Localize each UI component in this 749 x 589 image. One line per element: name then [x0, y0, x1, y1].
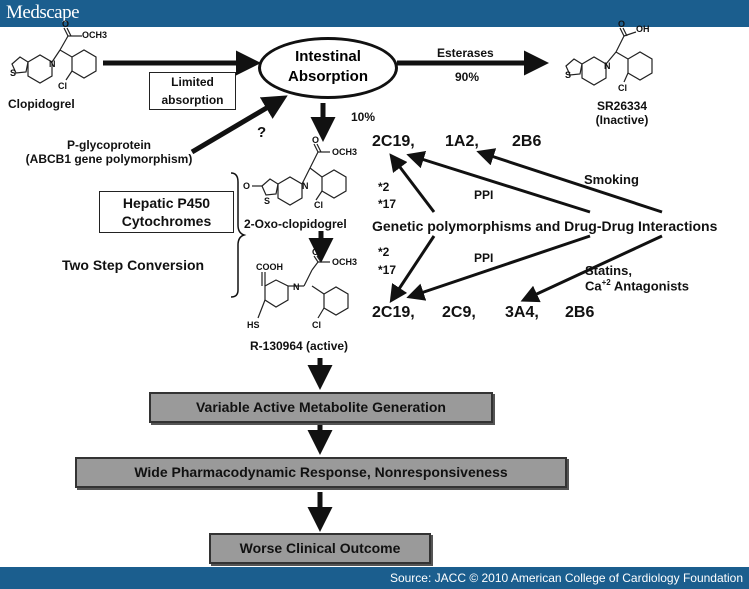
chem-label: Cl [58, 81, 67, 91]
limited-absorption-box: Limited absorption [149, 72, 236, 110]
sr26334-label: SR26334 (Inactive) [587, 99, 657, 127]
cyp-2c19-bottom: 2C19, [372, 304, 415, 321]
arrow-ppi-top [406, 151, 591, 214]
chem-label: S [565, 70, 571, 80]
clopidogrel-label: Clopidogrel [8, 97, 75, 111]
worse-outcome-box: Worse Clinical Outcome [209, 533, 431, 564]
statins-line1: Statins, [585, 263, 632, 278]
chem-label: O [618, 19, 625, 29]
sr26334-structure [565, 27, 653, 86]
chem-label: Cl [314, 200, 323, 210]
chem-label: N [604, 61, 611, 71]
genetic-interactions-label: Genetic polymorphisms and Drug-Drug Inte… [372, 218, 718, 234]
cyp-2b6-bottom: 2B6 [565, 304, 595, 321]
pct-90-label: 90% [455, 70, 480, 84]
brace-two-step [230, 172, 247, 298]
footer-bar: Source: JACC © 2010 American College of … [0, 567, 749, 589]
ca-charge: +2 [601, 278, 611, 287]
oxo-clopidogrel-structure [252, 143, 347, 206]
allele-17-top: *17 [378, 197, 397, 211]
chem-label: N [49, 59, 56, 69]
arrow-genetic-to-2c19-bottom [389, 235, 436, 304]
p-glycoprotein-label: P-glycoprotein (ABCB1 gene polymorphism) [4, 138, 214, 166]
cyp-1a2: 1A2, [445, 133, 479, 150]
chem-label: O [62, 19, 69, 29]
chem-label: HS [247, 320, 260, 330]
chem-label: COOH [256, 262, 283, 272]
chem-label: N [302, 181, 309, 191]
hepatic-line1: Hepatic P450 [122, 195, 211, 211]
active-metabolite-structure [257, 255, 349, 319]
absorption-line1: Intestinal [295, 48, 361, 65]
limited-line2: absorption [161, 93, 224, 107]
header-bar: Medscape [0, 0, 749, 27]
chem-label: O [243, 181, 250, 191]
hepatic-line2: Cytochromes [121, 213, 212, 229]
clopidogrel-structure [11, 27, 97, 84]
arrow-ppi-bottom [406, 234, 591, 301]
pgp-line2: (ABCB1 gene polymorphism) [25, 152, 193, 166]
chem-label: O [312, 247, 319, 257]
r130964-label: R-130964 (active) [250, 339, 349, 353]
chem-label: OCH3 [332, 257, 357, 267]
sr-line1: SR26334 [596, 99, 648, 113]
ca-antagonists-line: Ca+2 Antagonists [585, 278, 689, 293]
arrow-pgp-to-absorption [190, 95, 288, 155]
variable-metabolite-box: Variable Active Metabolite Generation [149, 392, 493, 423]
cyp-2c19-top: 2C19, [372, 133, 415, 150]
arrow-smoking [476, 148, 663, 214]
chem-label: S [264, 196, 270, 206]
cyp-2b6-top: 2B6 [512, 133, 542, 150]
ppi-top-label: PPI [474, 188, 494, 202]
statins-label: Statins, Ca+2 Antagonists [585, 263, 689, 293]
arrow-statins [520, 234, 663, 303]
smoking-label: Smoking [584, 172, 639, 187]
chem-label: OCH3 [82, 30, 107, 40]
chem-label: O [312, 135, 319, 145]
chem-label: Cl [312, 320, 321, 330]
antagonists-text: Antagonists [610, 278, 689, 294]
cyp-2c9: 2C9, [442, 304, 476, 321]
allele-2-top: *2 [378, 180, 390, 194]
cyp-3a4: 3A4, [505, 304, 539, 321]
arrow-genetic-to-2c19-top [389, 153, 436, 213]
allele-2-bottom: *2 [378, 245, 390, 259]
allele-17-bottom: *17 [378, 263, 397, 277]
oxo-clopidogrel-label: 2-Oxo-clopidogrel [244, 217, 347, 231]
sr-line2: (Inactive) [595, 113, 649, 127]
chem-label: N [293, 282, 300, 292]
absorption-line2: Absorption [288, 68, 368, 85]
medscape-logo: Medscape [6, 2, 80, 23]
chem-label: S [10, 68, 16, 78]
intestinal-absorption-node: Intestinal Absorption [258, 37, 398, 99]
esterases-label: Esterases [437, 46, 494, 60]
ppi-bottom-label: PPI [474, 251, 494, 265]
pct-10-label: 10% [351, 110, 376, 124]
wide-pharmacodynamic-box: Wide Pharmacodynamic Response, Nonrespon… [75, 457, 567, 488]
chem-label: OCH3 [332, 147, 357, 157]
chem-label: OH [636, 24, 650, 34]
limited-line1: Limited [171, 75, 214, 89]
ca-text: Ca [585, 278, 602, 294]
pgp-line1: P-glycoprotein [66, 138, 151, 152]
source-citation: Source: JACC © 2010 American College of … [389, 571, 743, 585]
question-mark: ? [257, 124, 267, 141]
two-step-conversion-label: Two Step Conversion [62, 257, 205, 273]
chem-label: Cl [618, 83, 627, 93]
hepatic-p450-box: Hepatic P450 Cytochromes [99, 191, 234, 233]
